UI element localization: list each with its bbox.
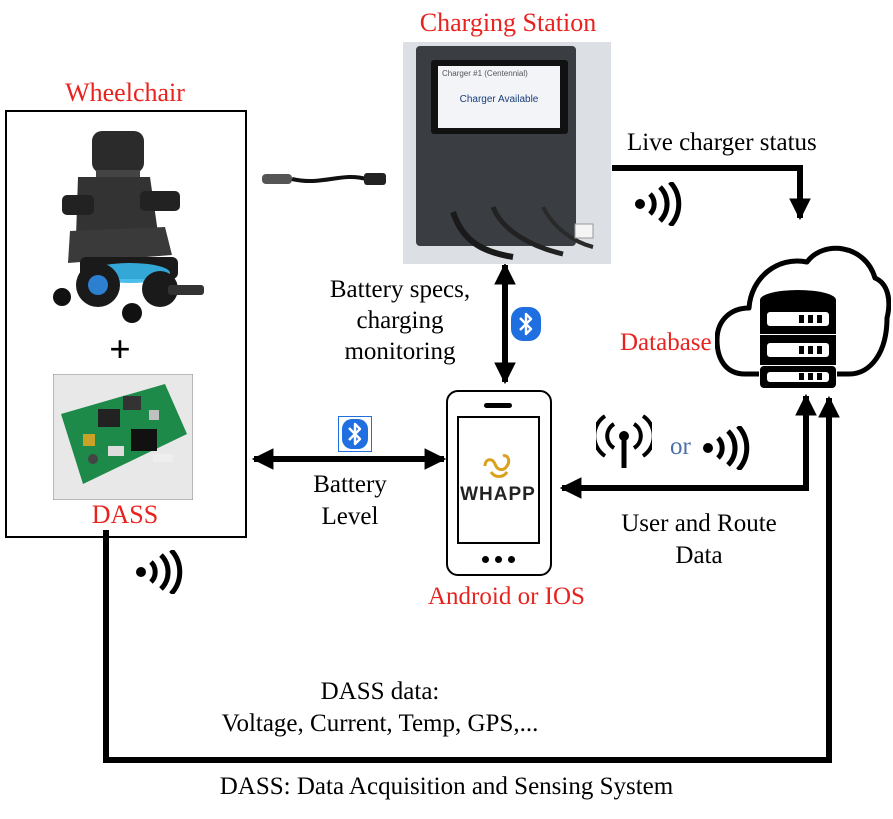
- live-status-label: Live charger status: [627, 129, 817, 156]
- battery-specs-label: Battery specs, charging monitoring: [300, 274, 500, 367]
- app-name: WHAPP: [460, 484, 536, 505]
- database-label: Database: [620, 329, 712, 356]
- bluetooth-icon: [511, 307, 541, 341]
- wifi-signal-icon: [703, 426, 750, 470]
- dass-board-image: [53, 374, 193, 500]
- screen-status: Charger Available: [459, 94, 539, 105]
- cloud-phone-arrow: [559, 393, 817, 499]
- dass-data-label: DASS data: Voltage, Current, Temp, GPS,.…: [170, 676, 590, 740]
- battery-specs-line-1: Battery specs,: [329, 276, 471, 303]
- battery-level-line-2: Level: [321, 503, 379, 530]
- phone-screen: WHAPP: [457, 416, 540, 544]
- user-route-line-2: Data: [675, 542, 723, 569]
- screen-header: Charger #1 (Centennial): [442, 69, 528, 78]
- phone-speaker: [484, 403, 512, 408]
- wheelchair-image: [53, 131, 204, 323]
- live-status-arrow: [612, 165, 811, 221]
- wheelchair-box: [5, 110, 247, 538]
- battery-level-label: Battery Level: [290, 469, 410, 533]
- wifi-signal-icon: [136, 550, 183, 594]
- dass-label: DASS: [91, 500, 159, 529]
- battery-specs-line-2: charging: [356, 307, 444, 334]
- bluetooth-icon: [338, 416, 372, 452]
- cloud-database-icon: [715, 245, 891, 388]
- charging-cable-image: [262, 173, 386, 185]
- dass-data-line-1: DASS data:: [320, 678, 440, 705]
- whapp-logo-icon: [483, 454, 511, 478]
- battery-level-line-1: Battery: [313, 471, 387, 498]
- plus-sign: +: [109, 329, 131, 371]
- or-label: or: [670, 433, 691, 460]
- charging-station-image: Charger #1 (Centennial) Charger Availabl…: [403, 42, 611, 264]
- radio-antenna-icon: [596, 414, 652, 468]
- footer-definition: DASS: Data Acquisition and Sensing Syste…: [219, 773, 674, 800]
- station-cables: [450, 205, 594, 260]
- smartphone: WHAPP: [446, 390, 552, 576]
- dass-data-line-2: Voltage, Current, Temp, GPS,...: [221, 710, 539, 737]
- charging-station-title: Charging Station: [419, 8, 597, 37]
- user-route-label: User and Route Data: [588, 508, 810, 572]
- battery-specs-line-3: monitoring: [344, 338, 456, 365]
- phone-nav-dots: [482, 556, 518, 564]
- charger-screen: Charger #1 (Centennial) Charger Availabl…: [431, 60, 568, 134]
- wheelchair-title: Wheelchair: [65, 78, 185, 107]
- wifi-signal-icon: [635, 182, 682, 226]
- screen-panel: Charger #1 (Centennial) Charger Availabl…: [438, 66, 560, 128]
- user-route-line-1: User and Route: [621, 510, 777, 537]
- platform-label: Android or IOS: [428, 583, 585, 610]
- dass-cloud-arrow: [103, 395, 840, 763]
